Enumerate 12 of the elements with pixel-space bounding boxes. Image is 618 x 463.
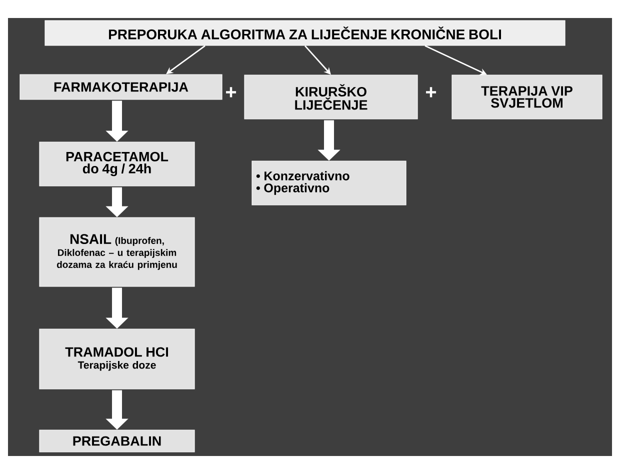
arrow xyxy=(166,45,206,74)
process-box: PREGABALIN xyxy=(39,430,195,452)
plus-sign: + xyxy=(226,87,236,98)
process-box: KIRURŠKO LIJEČENJE xyxy=(244,74,418,120)
process-box: FARMAKOTERAPIJA xyxy=(20,74,222,100)
process-box: TERAPIJA VIP SVJETLOM xyxy=(452,74,602,120)
process-box: PREPORUKA ALGORITMA ZA LIJEČENJE KRONIČNE BOLI xyxy=(44,20,566,46)
process-box: NSAIL (Ibuprofen, Diklofenac – u terapijskim dozama za kraću primjenu xyxy=(39,217,195,287)
process-box: TRAMADOL HCI Terapijske doze xyxy=(39,328,195,390)
plus-sign: + xyxy=(426,87,436,98)
process-box: PARACETAMOL do 4g / 24h xyxy=(39,142,195,186)
process-box: • Konzervativno • Operativno xyxy=(252,160,406,206)
